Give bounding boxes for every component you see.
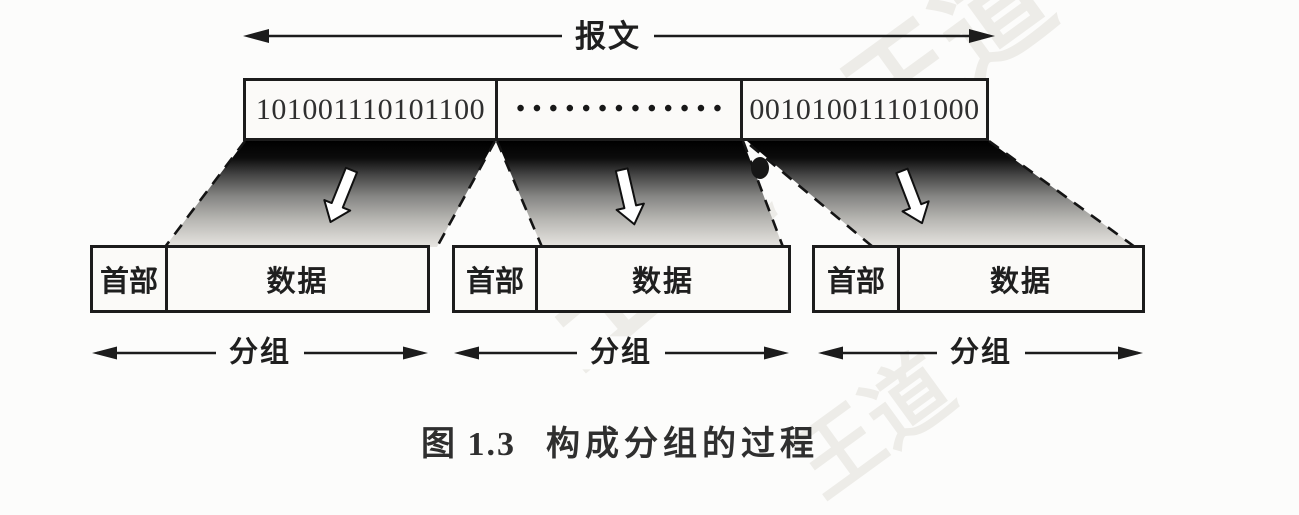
fragment-arrows xyxy=(323,166,930,226)
packet-1-data-cell: 数据 xyxy=(266,266,329,298)
fragment-down-arrow-icon xyxy=(614,167,645,226)
message-box: 101001110101100 ••••••••••••• 0010100111… xyxy=(243,78,989,141)
fade-trapezoid-2 xyxy=(497,141,783,247)
ink-dot xyxy=(751,157,769,179)
group-label-2: 分组 xyxy=(576,336,666,370)
dashed-edges xyxy=(163,139,1136,249)
packet-3-data-cell: 数据 xyxy=(989,266,1052,298)
fragment-down-arrow-icon xyxy=(895,167,930,225)
group-label-1: 分组 xyxy=(215,336,305,370)
fade-trapezoids xyxy=(165,141,1135,247)
caption-title: 构成分组的过程 xyxy=(546,426,819,463)
figure-caption: 图 1.3 构成分组的过程 xyxy=(0,416,1240,465)
packet-box-1: 首部 数据 xyxy=(90,245,430,313)
packet-1-header-cell: 首部 xyxy=(93,248,168,310)
packet-2-header-cell: 首部 xyxy=(455,248,538,310)
caption-number: 图 1.3 xyxy=(421,426,516,463)
message-ellipsis-dots: ••••••••••••• xyxy=(495,81,743,138)
diagram-graphics xyxy=(92,29,1143,360)
message-label: 报文 xyxy=(562,19,654,55)
fragment-down-arrow-icon xyxy=(323,166,359,223)
packet-box-3: 首部 数据 xyxy=(812,245,1145,313)
figure-canvas: 王道 王道 王道 xyxy=(0,0,1240,515)
fade-trapezoid-1 xyxy=(165,141,495,247)
message-segment-2: 001010011101000 xyxy=(749,92,980,126)
packet-2-data-cell: 数据 xyxy=(631,266,694,298)
message-segment-1: 101001110101100 xyxy=(255,92,486,126)
group-label-3: 分组 xyxy=(936,336,1026,370)
packet-3-header-cell: 首部 xyxy=(815,248,900,310)
fade-trapezoid-3 xyxy=(747,141,1135,247)
packet-box-2: 首部 数据 xyxy=(452,245,791,313)
